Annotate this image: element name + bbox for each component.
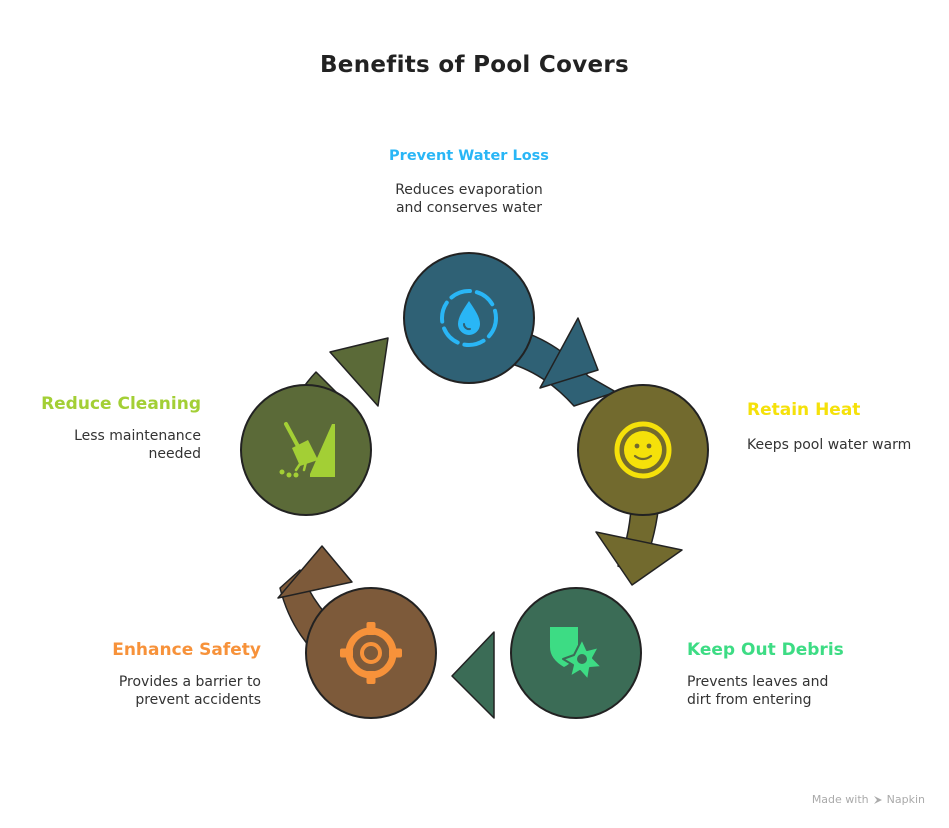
shield-splash-icon xyxy=(550,627,603,681)
step-desc-retain-heat: Keeps pool water warm xyxy=(747,437,912,453)
lifebuoy-icon xyxy=(340,622,402,684)
step-title-reduce-cleaning: Reduce Cleaning xyxy=(41,394,201,414)
napkin-brand-text: Napkin xyxy=(886,793,925,806)
napkin-watermark: Made with Napkin xyxy=(812,793,925,806)
step-title-retain-heat: Retain Heat xyxy=(747,400,861,420)
made-with-text: Made with xyxy=(811,793,869,806)
diagram-title: Benefits of Pool Covers xyxy=(319,52,630,78)
water-drop-icon xyxy=(440,289,498,347)
smiley-icon xyxy=(614,421,672,479)
node-enhance-safety xyxy=(305,587,437,719)
napkin-logo-icon xyxy=(873,795,882,804)
step-title-enhance-safety: Enhance Safety xyxy=(112,640,261,660)
broom-icon xyxy=(279,422,335,478)
step-title-prevent-water-loss: Prevent Water Loss xyxy=(389,148,549,164)
step-title-keep-out-debris: Keep Out Debris xyxy=(687,640,844,660)
